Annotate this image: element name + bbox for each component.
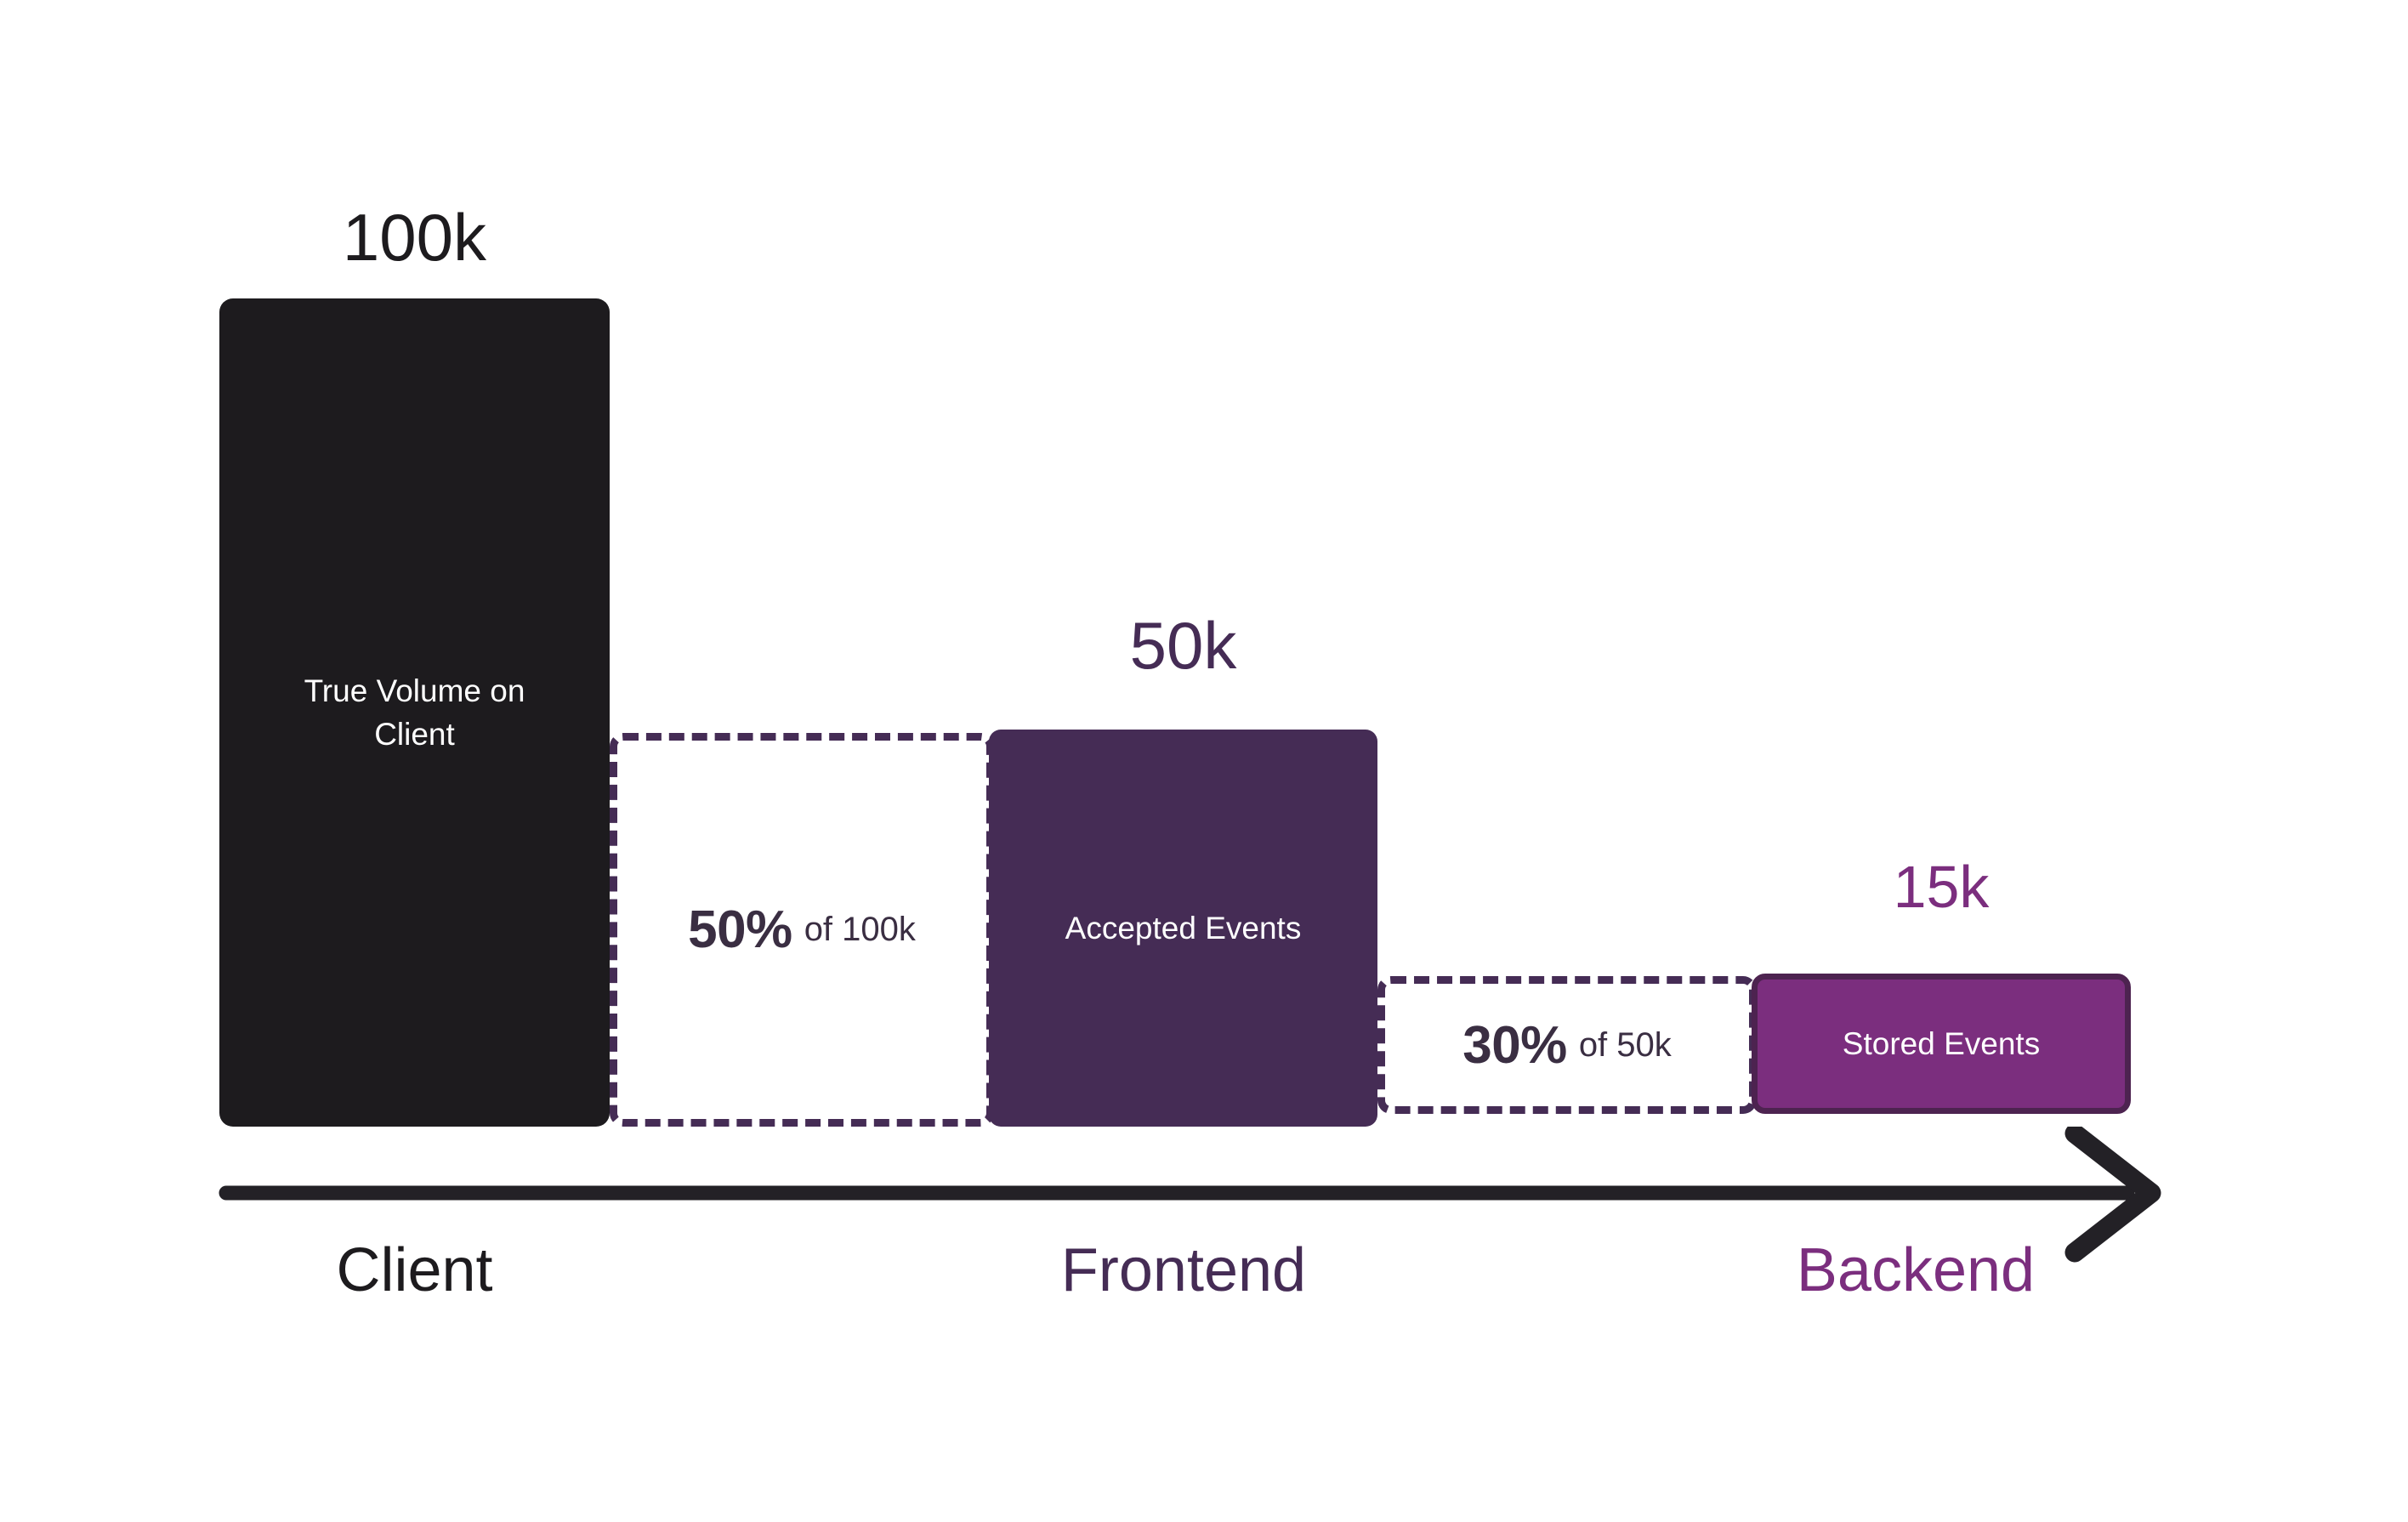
dropoff-box-frontend-to-backend: 30% of 50k bbox=[1377, 976, 1757, 1114]
bar-client: True Volume on Client bbox=[219, 298, 610, 1127]
bar-label-frontend: Accepted Events bbox=[1065, 910, 1302, 946]
bar-value-label-backend: 15k bbox=[1893, 854, 1990, 920]
bar-label-backend: Stored Events bbox=[1842, 1025, 2041, 1061]
bar-frontend: Accepted Events bbox=[989, 730, 1377, 1127]
stage-label-client: Client bbox=[336, 1236, 493, 1304]
bar-backend: Stored Events bbox=[1752, 974, 2131, 1114]
stage-label-frontend: Frontend bbox=[1060, 1236, 1307, 1304]
stage-label-backend: Backend bbox=[1796, 1236, 2036, 1304]
bar-value-label-client: 100k bbox=[342, 200, 487, 275]
dropoff-basis-backend: of 50k bbox=[1578, 1025, 1672, 1064]
dropoff-basis-frontend: of 100k bbox=[804, 911, 916, 948]
bar-value-label-frontend: 50k bbox=[1129, 608, 1237, 683]
axis-arrow-icon bbox=[219, 1127, 2161, 1263]
bar-label-client: True Volume on Client bbox=[304, 673, 525, 752]
dropoff-percent-backend: 30% bbox=[1462, 1015, 1567, 1075]
dropoff-box-client-to-frontend: 50% of 100k bbox=[610, 733, 994, 1127]
dropoff-percent-frontend: 50% bbox=[688, 900, 792, 959]
